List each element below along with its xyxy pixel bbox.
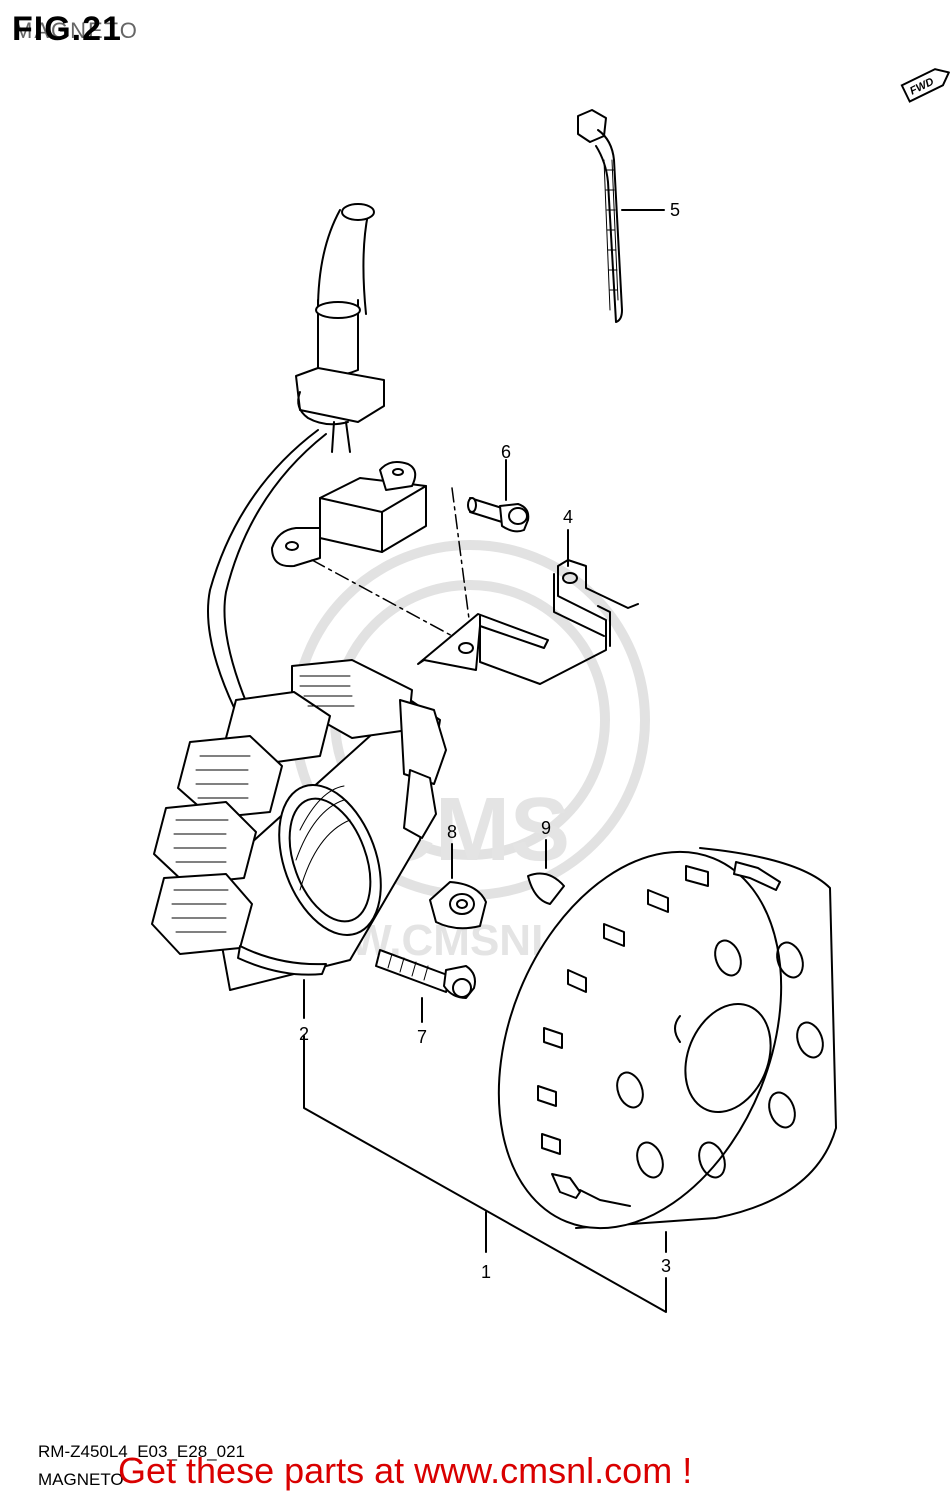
- bolt-part-6[interactable]: [467, 459, 530, 533]
- forward-direction-badge: FWD: [900, 62, 950, 104]
- washer-part-8[interactable]: [429, 843, 487, 930]
- rotor-part-3[interactable]: [446, 810, 837, 1271]
- callout-3[interactable]: 3: [660, 1256, 671, 1276]
- wire-harness: [207, 203, 385, 721]
- callout-1[interactable]: 1: [480, 1262, 491, 1282]
- key-part-9[interactable]: [527, 839, 565, 905]
- shop-link[interactable]: Get these parts at www.cmsnl.com !: [118, 1450, 693, 1491]
- callout-6[interactable]: 6: [500, 442, 511, 462]
- screw-part-7[interactable]: [375, 949, 476, 1023]
- cable-tie-part-5[interactable]: [577, 109, 665, 323]
- callout-8[interactable]: 8: [446, 822, 457, 842]
- page-subtitle: MAGNETO: [14, 18, 139, 43]
- pulse-sensor: [271, 461, 427, 568]
- callout-4[interactable]: 4: [562, 507, 573, 527]
- bracket-part-4[interactable]: [417, 529, 639, 685]
- forward-arrow-icon: FWD: [900, 68, 950, 103]
- callout-2[interactable]: 2: [298, 1024, 309, 1044]
- model-code: RM-Z450L4_E03_E28_021: [38, 1442, 245, 1461]
- stator-part-2[interactable]: [151, 659, 447, 1019]
- assembly-bracket-part-1: [303, 1035, 667, 1313]
- callout-7[interactable]: 7: [416, 1027, 427, 1047]
- callout-9[interactable]: 9: [540, 818, 551, 838]
- alignment-lines: [311, 487, 473, 643]
- page-title: FIG.21: [12, 10, 122, 48]
- footer-title: MAGNETO: [38, 1470, 124, 1489]
- callout-5[interactable]: 5: [669, 200, 680, 220]
